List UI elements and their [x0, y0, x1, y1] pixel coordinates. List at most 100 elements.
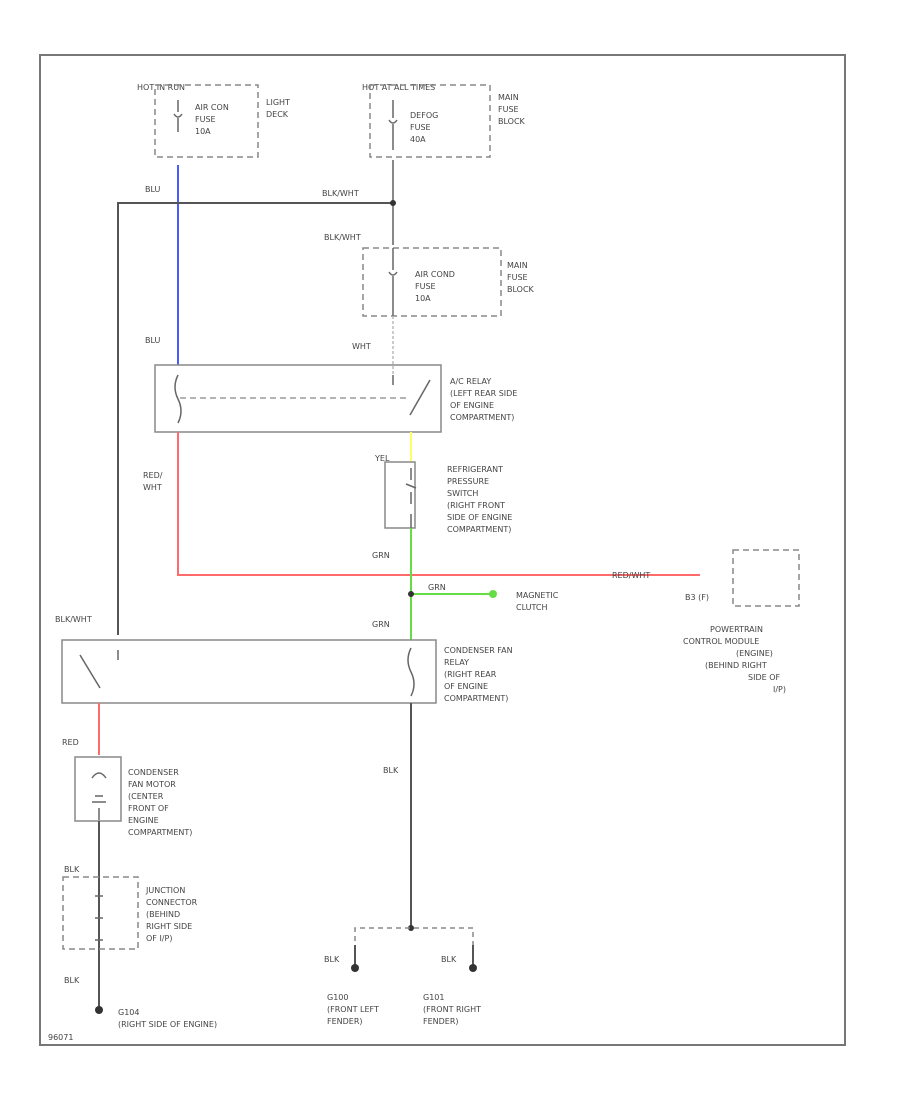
junction-label-5: OF I/P) — [146, 934, 172, 943]
aircond-fuse-loc-2: FUSE — [507, 273, 528, 282]
hot-at-all-times-label: HOT AT ALL TIMES — [362, 83, 435, 92]
wire-label-blk-low: BLK — [64, 976, 80, 985]
fan-motor-label-1: CONDENSER — [128, 768, 179, 777]
aircon-fuse-label-3: 10A — [195, 127, 211, 136]
diagram-id: 96071 — [48, 1033, 73, 1042]
fan-motor-label-2: FAN MOTOR — [128, 780, 176, 789]
magnetic-clutch-label-1: MAGNETIC — [516, 591, 559, 600]
pressure-switch-label-3: SWITCH — [447, 489, 478, 498]
aircond-fuse-loc-3: BLOCK — [507, 285, 535, 294]
wire-label-red: RED — [62, 738, 79, 747]
pressure-switch-symbol — [405, 468, 417, 528]
junction-box — [62, 876, 139, 950]
fan-motor-label-5: ENGINE — [128, 816, 159, 825]
wire-label-red-wht-2: WHT — [143, 483, 162, 492]
splice-blk-ground — [408, 925, 414, 931]
g100-label-2: (FRONT LEFT — [327, 1005, 379, 1014]
wire-label-blk-g2: BLK — [441, 955, 457, 964]
cond-fan-relay-label-2: RELAY — [444, 658, 469, 667]
aircond-fuse-label-1: AIR COND — [415, 270, 455, 279]
pressure-switch-label-4: (RIGHT FRONT — [447, 501, 505, 510]
defog-fuse-label-1: DEFOG — [410, 111, 438, 120]
aircon-fuse-loc-2: DECK — [266, 110, 289, 119]
pressure-switch-label-1: REFRIGERANT — [447, 465, 503, 474]
ac-relay-label-3: OF ENGINE — [450, 401, 494, 410]
aircon-fuse-label-1: AIR CON — [195, 103, 229, 112]
cond-fan-relay-switch — [79, 650, 119, 689]
magnetic-clutch-label-2: CLUTCH — [516, 603, 548, 612]
pressure-switch-label-2: PRESSURE — [447, 477, 489, 486]
wire-label-grn-2: GRN — [428, 583, 446, 592]
fan-motor-box — [74, 756, 122, 822]
aircon-fuse-symbol — [173, 100, 183, 132]
defog-fuse-loc-1: MAIN — [498, 93, 519, 102]
cond-fan-relay-box — [61, 639, 437, 704]
aircond-fuse-label-3: 10A — [415, 294, 431, 303]
wire-label-blu-top: BLU — [145, 185, 161, 194]
junction-label-2: CONNECTOR — [146, 898, 198, 907]
pcm-label-5: SIDE OF — [748, 673, 780, 682]
splice-blkwht — [390, 200, 396, 206]
wire-blkwht-feed — [117, 202, 393, 635]
ac-relay-switch — [392, 375, 431, 416]
g100-label-3: FENDER) — [327, 1017, 363, 1026]
junction-label-3: (BEHIND — [146, 910, 180, 919]
fan-motor-label-3: (CENTER — [128, 792, 164, 801]
pressure-switch-label-5: SIDE OF ENGINE — [447, 513, 512, 522]
fan-motor-label-6: COMPARTMENT) — [128, 828, 192, 837]
ac-relay-label-2: (LEFT REAR SIDE — [450, 389, 517, 398]
ac-relay-box — [154, 364, 442, 433]
pcm-label-3: (ENGINE) — [736, 649, 773, 658]
pcm-label-1: POWERTRAIN — [710, 625, 763, 634]
aircond-fuse-symbol — [388, 248, 398, 316]
ground-g104 — [95, 1006, 103, 1014]
junction-label-1: JUNCTION — [145, 886, 185, 895]
wire-label-blu-mid: BLU — [145, 336, 161, 345]
wire-label-blkwht-mid: BLK/WHT — [324, 233, 361, 242]
wire-label-wht: WHT — [352, 342, 371, 351]
g104-label-1: G104 — [118, 1008, 139, 1017]
hot-in-run-label: HOT IN RUN — [137, 83, 185, 92]
ground-g100 — [351, 964, 359, 972]
diagram-frame — [39, 54, 846, 1046]
aircond-fuse-loc-1: MAIN — [507, 261, 528, 270]
wire-label-blkwht-top: BLK/WHT — [322, 189, 359, 198]
ground-g101 — [469, 964, 477, 972]
defog-fuse-loc-3: BLOCK — [498, 117, 526, 126]
wire-label-yel: YEL — [374, 454, 390, 463]
defog-fuse-box — [369, 84, 491, 158]
junction-symbol — [95, 895, 103, 941]
ac-relay-label-4: COMPARTMENT) — [450, 413, 514, 422]
pressure-switch-box — [384, 461, 416, 529]
wire-label-blk-mid: BLK — [383, 766, 399, 775]
defog-fuse-loc-2: FUSE — [498, 105, 519, 114]
junction-label-4: RIGHT SIDE — [146, 922, 192, 931]
g101-label-1: G101 — [423, 993, 444, 1002]
cond-fan-relay-coil — [407, 647, 415, 697]
aircon-fuse-label-2: FUSE — [195, 115, 216, 124]
aircond-fuse-box — [362, 247, 502, 317]
ground-split-bus — [354, 927, 474, 950]
g101-label-2: (FRONT RIGHT — [423, 1005, 481, 1014]
wire-label-grn-1: GRN — [372, 551, 390, 560]
fan-motor-symbol — [91, 772, 107, 820]
g104-label-2: (RIGHT SIDE OF ENGINE) — [118, 1020, 217, 1029]
g101-label-3: FENDER) — [423, 1017, 459, 1026]
cond-fan-relay-label-4: OF ENGINE — [444, 682, 488, 691]
pcm-pin-label: B3 (F) — [685, 593, 709, 602]
pcm-label-6: I/P) — [773, 685, 786, 694]
wire-label-blk-junc: BLK — [64, 865, 80, 874]
defog-fuse-symbol — [388, 100, 398, 150]
defog-fuse-label-2: FUSE — [410, 123, 431, 132]
wire-label-blk-g1: BLK — [324, 955, 340, 964]
ac-relay-coil — [174, 374, 182, 424]
pcm-label-2: CONTROL MODULE — [683, 637, 759, 646]
pcm-label-4: (BEHIND RIGHT — [705, 661, 767, 670]
cond-fan-relay-label-5: COMPARTMENT) — [444, 694, 508, 703]
aircon-fuse-box — [154, 84, 259, 158]
wire-label-redwht-pcm: RED/WHT — [612, 571, 650, 580]
fan-motor-label-4: FRONT OF — [128, 804, 169, 813]
ac-relay-label-1: A/C RELAY — [450, 377, 491, 386]
cond-fan-relay-label-1: CONDENSER FAN — [444, 646, 513, 655]
aircond-fuse-label-2: FUSE — [415, 282, 436, 291]
